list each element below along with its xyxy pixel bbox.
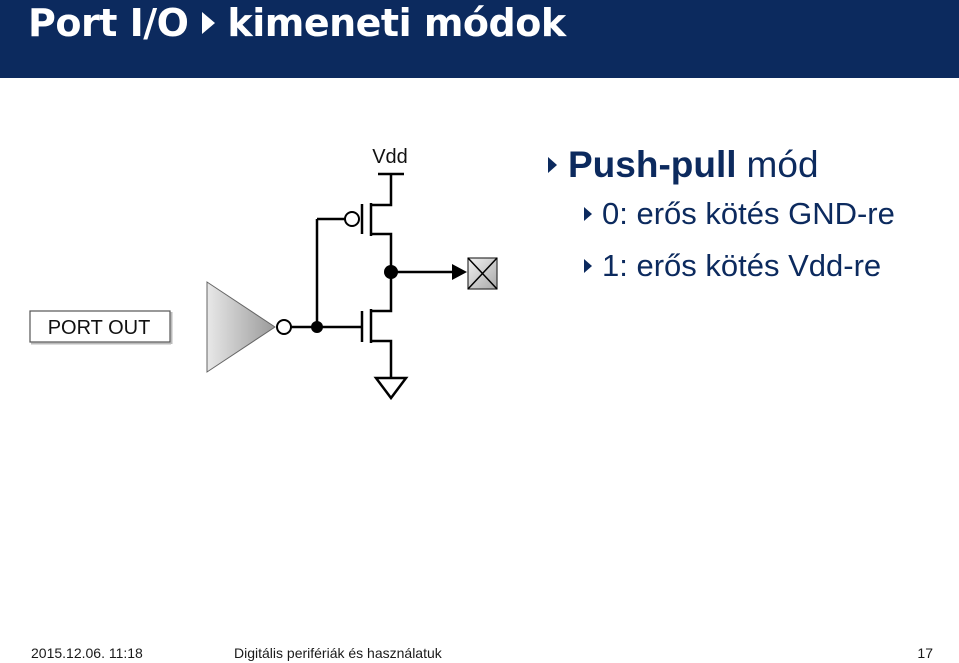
gate-junction-dot	[311, 321, 323, 333]
bullet-push-pull: Push-pull mód	[548, 142, 895, 188]
title-part-1: Port I/O	[28, 1, 189, 45]
triangle-bullet-icon	[584, 259, 592, 273]
nmos-transistor-icon	[360, 272, 393, 378]
output-pin-icon	[467, 257, 498, 290]
triangle-bullet-icon	[548, 157, 557, 173]
gate-wires	[291, 217, 362, 329]
sub-bullet-text: 1: erős kötés Vdd-re	[602, 248, 882, 283]
title-bar: Port I/O kimeneti módok	[0, 0, 959, 78]
bullet-main-normal: mód	[746, 144, 819, 185]
sub-bullet-text: 0: erős kötés GND-re	[602, 196, 895, 231]
port-out-box: PORT OUT	[29, 310, 173, 345]
push-pull-circuit-diagram: PORT OUT Vdd	[29, 146, 498, 401]
bullet-list: Push-pull mód 0: erős kötés GND-re 1: er…	[548, 142, 895, 292]
bullet-main-bold: Push-pull	[568, 144, 737, 185]
footer-date: 2015.12.06. 11:18	[31, 645, 143, 661]
sub-bullet-item: 1: erős kötés Vdd-re	[584, 240, 895, 292]
pmos-transistor-icon	[344, 172, 404, 272]
output-arrow-icon	[452, 264, 467, 280]
port-out-label: PORT OUT	[48, 317, 151, 339]
sub-bullet-list: 0: erős kötés GND-re 1: erős kötés Vdd-r…	[584, 188, 895, 292]
footer-title: Digitális perifériák és használatuk	[234, 645, 442, 661]
sub-bullet-item: 0: erős kötés GND-re	[584, 188, 895, 240]
vdd-label: Vdd	[372, 146, 408, 168]
inverter-bubble-icon	[276, 319, 292, 335]
triangle-bullet-icon	[202, 12, 216, 34]
slide-title: Port I/O kimeneti módok	[28, 0, 566, 46]
footer-page-number: 17	[917, 645, 933, 661]
ground-icon	[373, 376, 409, 401]
inverter-buffer-icon	[206, 281, 276, 373]
triangle-bullet-icon	[584, 207, 592, 221]
title-part-2: kimeneti módok	[227, 1, 566, 45]
